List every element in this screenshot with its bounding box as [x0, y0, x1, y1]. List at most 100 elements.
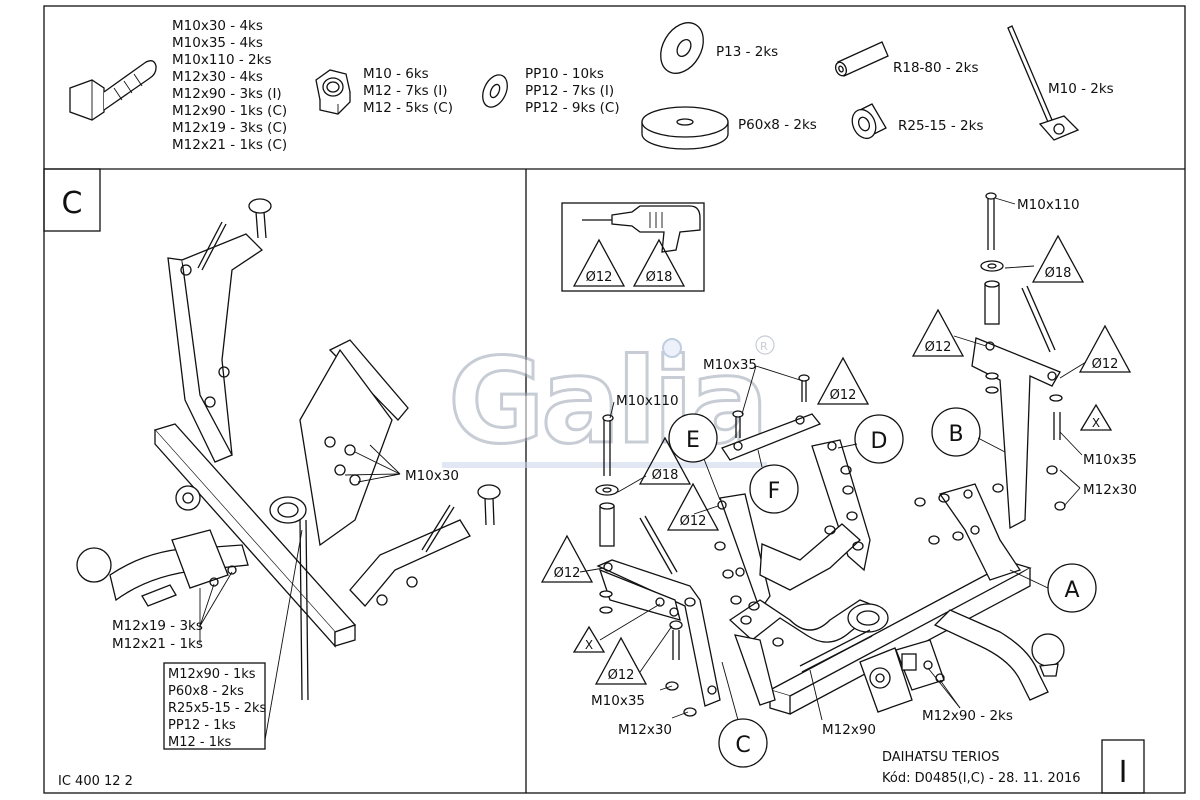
- i-m10x35-right-label: M10x35: [1083, 452, 1137, 468]
- triangle-d12-e: [666, 482, 720, 531]
- rod-label: M10 - 2ks: [1048, 81, 1114, 97]
- part-letter-d: D: [871, 429, 888, 454]
- triangle-d18-left: [638, 436, 692, 485]
- c-m12x21-label: M12x21 - 1ks: [112, 636, 203, 652]
- bottom-d12-label: Ø12: [608, 668, 635, 683]
- washer-list: PP10 - 10ks PP12 - 7ks (I) PP12 - 9ks (C…: [525, 66, 620, 116]
- x-right-label: X: [1092, 416, 1100, 430]
- hex-bolt-icon: [69, 60, 157, 121]
- i-m12x90-2ks-label: M12x90 - 2ks: [922, 708, 1013, 724]
- nut-list: M10 - 6ks M12 - 7ks (I) M12 - 5ks (C): [363, 66, 453, 116]
- part-letter-c: C: [735, 733, 750, 758]
- drill-d12-label: Ø12: [586, 270, 613, 285]
- drill-d18-label: Ø18: [646, 270, 673, 285]
- left-d12-label: Ø12: [554, 566, 581, 581]
- drawing-code: IC 400 12 2: [58, 774, 133, 789]
- bolt-line: M12x90 - 3ks (I): [172, 86, 282, 102]
- drill-icon: [611, 205, 701, 253]
- panel-i-leaders: [579, 197, 1087, 721]
- part-letter-circles: [668, 407, 1097, 768]
- triangle-x-right: [1079, 403, 1113, 431]
- p60-label: P60x8 - 2ks: [738, 117, 817, 133]
- part-letter-f: F: [768, 479, 781, 504]
- bolt-line: M12x30 - 4ks: [172, 69, 263, 85]
- part-circle-c: [718, 718, 768, 768]
- part-letter-a: A: [1064, 578, 1079, 603]
- p60-disc-icon: [641, 106, 729, 150]
- b-right-d12-label: Ø12: [1092, 357, 1119, 372]
- bolt-line: M12x21 - 1ks (C): [172, 137, 287, 153]
- r25-spacer-icon: [851, 103, 887, 140]
- registered-letter: R: [760, 340, 768, 353]
- part-circle-d: [854, 414, 904, 464]
- drill-triangle-18: [632, 238, 686, 287]
- r25-label: R25-15 - 2ks: [898, 118, 984, 134]
- r18-tube-icon: [834, 41, 889, 77]
- kit-line: M12x90 - 1ks: [168, 667, 256, 682]
- bolt-line: M12x90 - 1ks (C): [172, 103, 287, 119]
- bolt-line: M12x19 - 3ks (C): [172, 120, 287, 136]
- c-m10x30-label: M10x30: [405, 468, 459, 484]
- panel-c-leaders: [199, 444, 401, 741]
- washer-line: PP12 - 9ks (C): [525, 100, 620, 116]
- triangle-x-left: [572, 625, 606, 653]
- p13-washer-icon: [660, 22, 704, 74]
- panel-c-letter-box: [43, 168, 101, 232]
- drill-box: [561, 202, 705, 292]
- triangle-d18-b: [1031, 234, 1085, 283]
- watermark-dot: [662, 338, 682, 358]
- c-m12x19-label: M12x19 - 3ks: [112, 618, 203, 634]
- i-m10x110-left-label: M10x110: [616, 393, 679, 409]
- panel-i-letter-box: [1101, 739, 1145, 794]
- c-kit-list: M12x90 - 1ks P60x8 - 2ks R25x5-15 - 2ks …: [168, 667, 267, 750]
- panel-c-letter: C: [62, 186, 83, 221]
- part-letter-b: B: [948, 422, 963, 447]
- part-circle-e: [668, 413, 718, 463]
- washer-line: PP10 - 10ks: [525, 66, 604, 82]
- hex-nut-icon: [315, 69, 351, 115]
- drawing-kod: Kód: D0485(I,C) - 28. 11. 2016: [882, 771, 1081, 786]
- triangle-d12-left: [540, 534, 594, 583]
- nut-line: M12 - 7ks (I): [363, 83, 448, 99]
- bolt-list: M10x30 - 4ks M10x35 - 4ks M10x110 - 2ks …: [172, 18, 287, 153]
- part-circle-f: [749, 464, 799, 514]
- i-m10x110-right-label: M10x110: [1017, 197, 1080, 213]
- bolt-line: M10x35 - 4ks: [172, 35, 263, 51]
- panel-i-triangles: [540, 234, 1132, 685]
- kit-line: PP12 - 1ks: [168, 718, 236, 733]
- b-d18-label: Ø18: [1045, 266, 1072, 281]
- i-m12x30-right-label: M12x30: [1083, 482, 1137, 498]
- d-d12-label: Ø12: [830, 388, 857, 403]
- triangle-d12-bottom: [594, 636, 648, 685]
- x-left-label: X: [585, 638, 593, 652]
- drill-triangle-12: [572, 238, 626, 287]
- e-d12-label: Ø12: [680, 514, 707, 529]
- hitch-assembly-c: [76, 198, 501, 701]
- r18-label: R18-80 - 2ks: [893, 60, 979, 76]
- triangle-d12-d: [816, 356, 870, 405]
- part-letter-e: E: [686, 428, 700, 453]
- kit-line: R25x5-15 - 2ks: [168, 701, 267, 716]
- washer-line: PP12 - 7ks (I): [525, 83, 614, 99]
- flat-washer-icon: [482, 74, 508, 108]
- nut-line: M10 - 6ks: [363, 66, 429, 82]
- panel-i-letter: I: [1119, 755, 1128, 790]
- bolt-line: M10x30 - 4ks: [172, 18, 263, 34]
- nut-line: M12 - 5ks (C): [363, 100, 453, 116]
- kit-line: M12 - 1ks: [168, 735, 232, 750]
- threaded-rod-icon: [1007, 25, 1080, 141]
- p13-label: P13 - 2ks: [716, 44, 778, 60]
- registered-mark: [755, 335, 775, 355]
- triangle-d12-b-right: [1078, 324, 1132, 373]
- part-circle-b: [931, 407, 981, 457]
- i-m10x35-top-label: M10x35: [703, 357, 757, 373]
- i-m12x90-label: M12x90: [822, 722, 876, 738]
- hitch-assembly-i: [595, 192, 1066, 717]
- b-left-d12-label: Ø12: [925, 340, 952, 355]
- bolt-line: M10x110 - 2ks: [172, 52, 271, 68]
- kit-line: P60x8 - 2ks: [168, 684, 244, 699]
- sheet-frame: [43, 5, 1186, 794]
- c-kit-box: [163, 662, 266, 750]
- watermark-logo: Galia: [448, 332, 765, 470]
